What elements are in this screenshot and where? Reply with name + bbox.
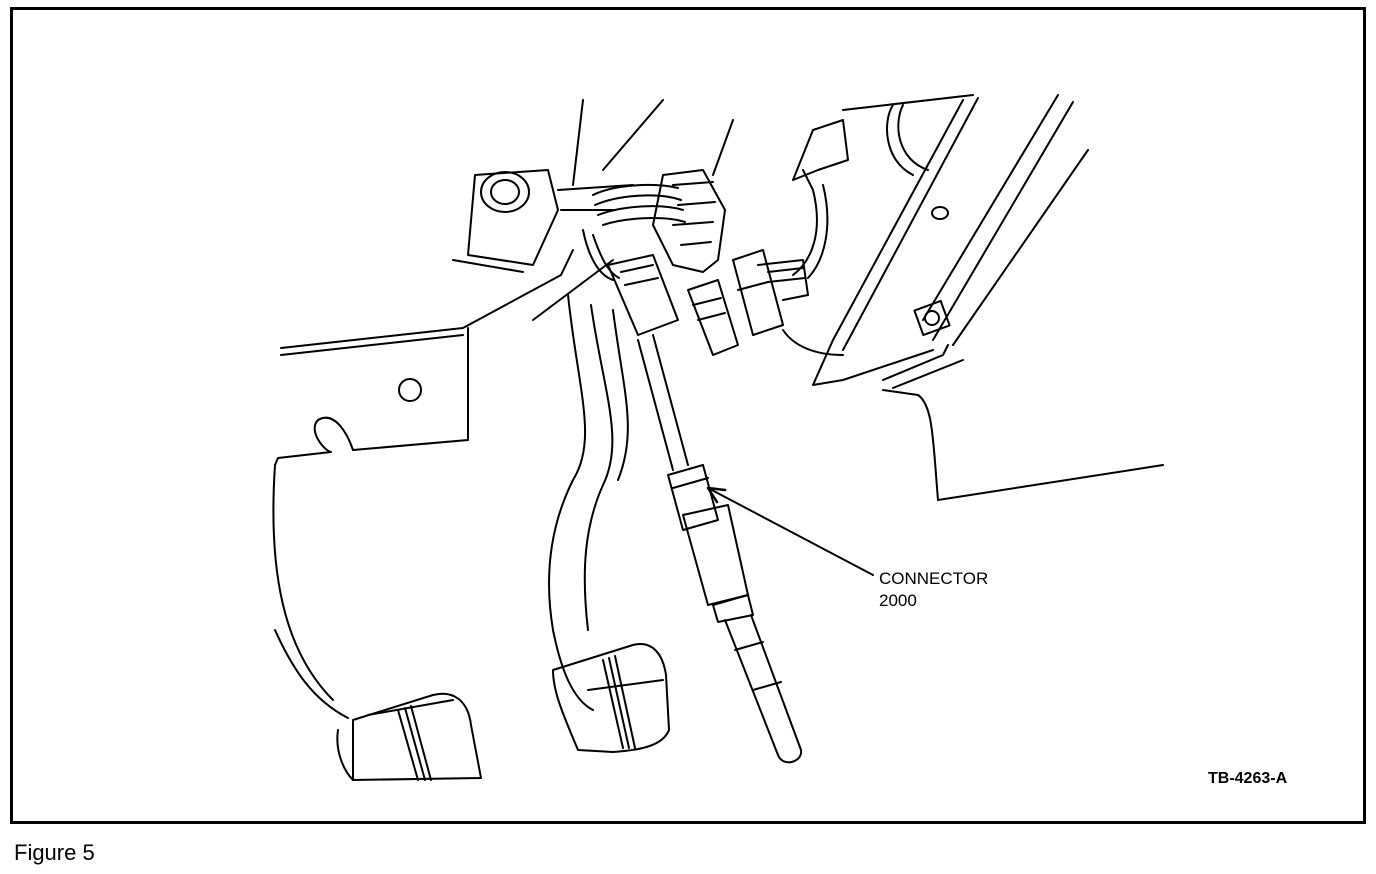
connector-2000-assembly (638, 335, 801, 762)
dash-panel (273, 250, 613, 718)
column-hole (932, 207, 948, 219)
brake-pedal (553, 644, 669, 752)
harness-connector-c (733, 250, 783, 335)
figure-frame: CONNECTOR 2000 TB-4263-A (10, 7, 1366, 824)
bracket-clip (793, 120, 848, 180)
connector-callout-label: CONNECTOR 2000 (879, 568, 988, 612)
callout-line-1: CONNECTOR (879, 569, 989, 588)
mounting-bolt (925, 311, 939, 325)
drawing-reference-code: TB-4263-A (1208, 770, 1288, 787)
callout-leader (708, 488, 873, 575)
panel-hole (399, 379, 421, 401)
connector-2000 (668, 465, 718, 530)
pedal-support-bracket (453, 100, 733, 272)
steering-column-support (783, 95, 1163, 500)
harness-connector-a (608, 255, 678, 335)
callout-line-2: 2000 (879, 591, 917, 610)
pedal-assembly-drawing (13, 10, 1363, 821)
figure-caption: Figure 5 (14, 840, 95, 865)
clutch-pedal (337, 295, 627, 780)
wiring-harness (583, 120, 848, 355)
harness-connector-b (688, 280, 738, 355)
